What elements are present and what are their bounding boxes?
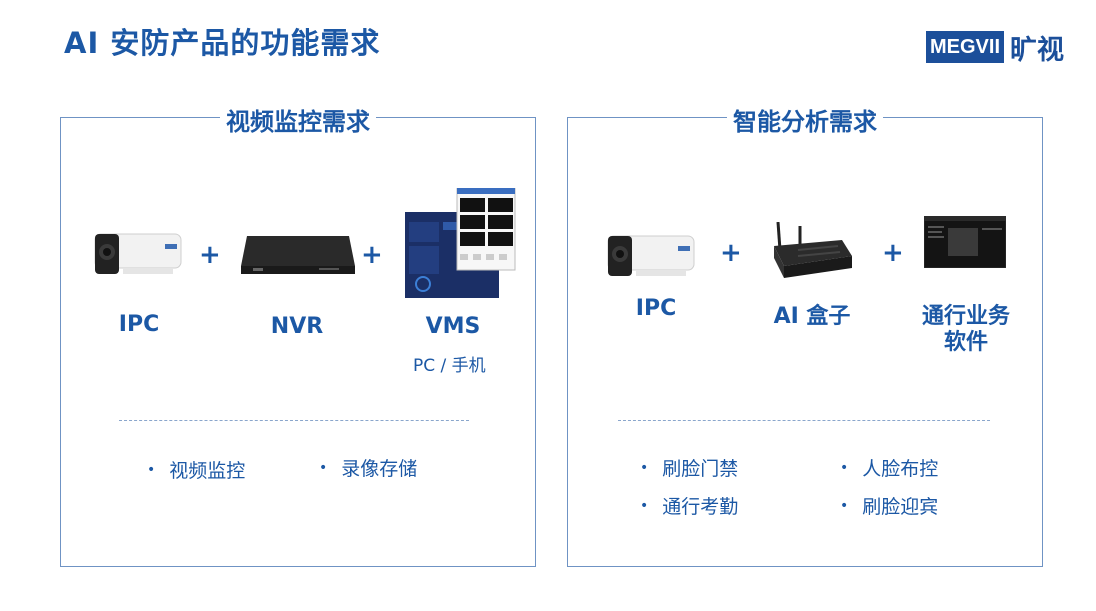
bullet-item: •录像存储: [319, 458, 418, 480]
intelligent-analysis-panel: 智能分析需求 + + IPC AI 盒子 通行业务 软件 •刷脸门禁: [567, 108, 1043, 567]
device-label-ipc: IPC: [635, 296, 677, 321]
page-title: AI 安防产品的功能需求: [64, 26, 381, 60]
bullet-item: •通行考勤: [640, 496, 739, 518]
ai-box-icon: [774, 222, 852, 278]
megvii-logo: MEGVII 旷视: [926, 30, 1065, 66]
plus-sign: +: [882, 238, 904, 268]
software-screen-icon: [924, 216, 1006, 268]
camera-icon: [94, 233, 182, 274]
device-label-vms: VMS: [425, 314, 481, 339]
vms-sublabel: PC / 手机: [413, 356, 486, 376]
logo-cn-text: 旷视: [1010, 34, 1065, 66]
camera-icon: [607, 235, 695, 276]
logo-text: MEGVII: [926, 31, 1005, 63]
bullet-item: •刷脸门禁: [640, 458, 739, 480]
bullet-item: •人脸布控: [840, 458, 939, 480]
divider: [618, 420, 990, 421]
plus-sign: +: [361, 240, 383, 270]
device-label-nvr: NVR: [270, 314, 324, 339]
plus-sign: +: [720, 238, 742, 268]
plus-sign: +: [199, 240, 221, 270]
bullet-item: •刷脸迎宾: [840, 496, 939, 518]
bullet-item: •视频监控: [147, 460, 246, 482]
panel-title-left: 视频监控需求: [220, 108, 376, 136]
vms-screen-icon: [405, 188, 516, 298]
device-label-business-software-line1: 通行业务: [921, 304, 1010, 329]
divider: [119, 420, 469, 421]
device-label-ipc: IPC: [118, 312, 160, 337]
nvr-icon: [241, 236, 355, 274]
video-surveillance-panel: 视频监控需求 + + IPC NVR: [60, 108, 536, 567]
panel-title-right: 智能分析需求: [727, 108, 883, 136]
device-label-ai-box: AI 盒子: [773, 304, 851, 329]
device-label-business-software-line2: 软件: [943, 330, 988, 355]
